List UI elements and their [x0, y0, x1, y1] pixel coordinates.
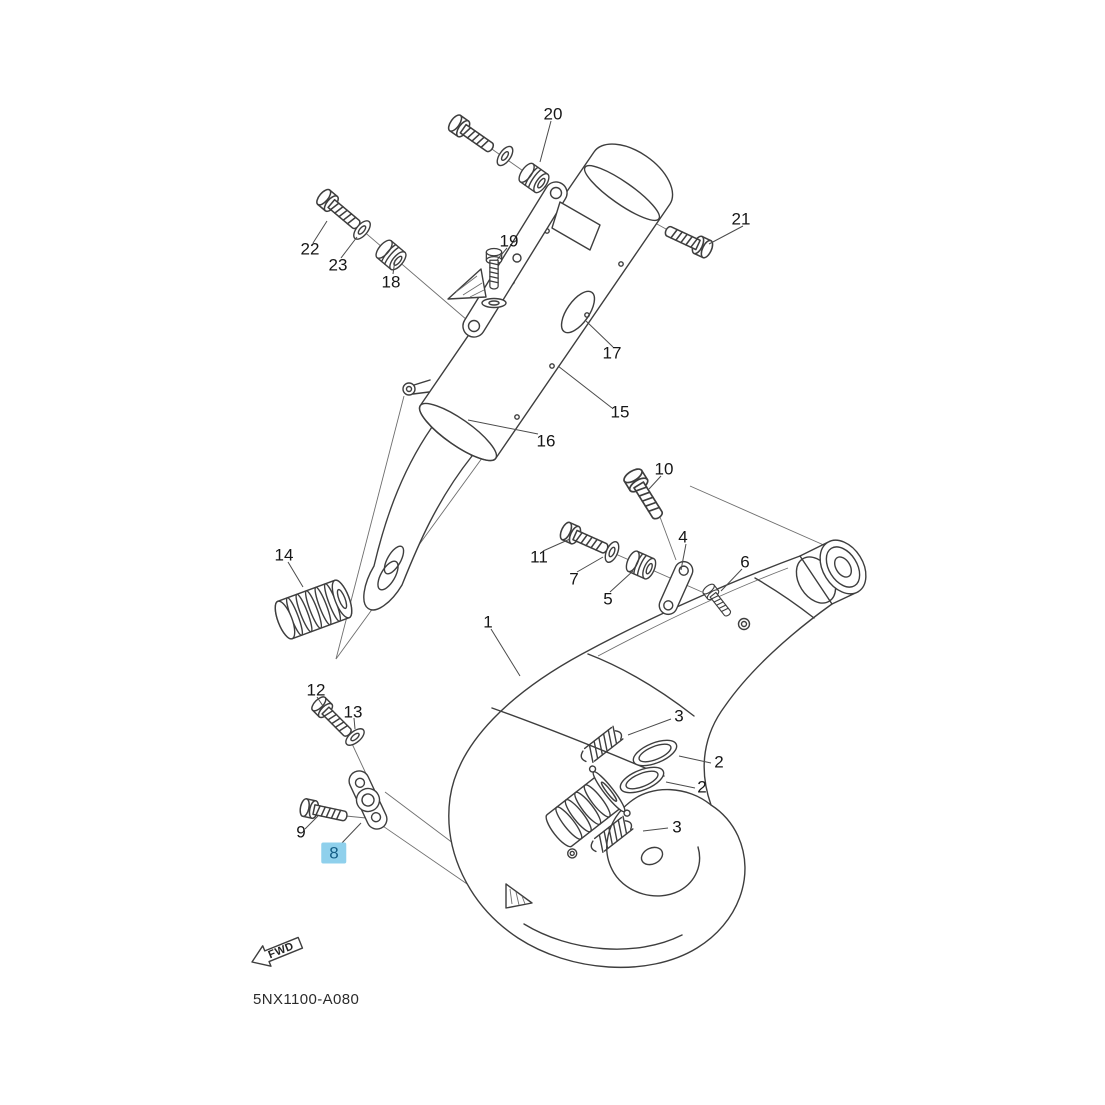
callout-18[interactable]: 18 — [381, 272, 401, 292]
callout-22[interactable]: 22 — [300, 239, 320, 259]
chamber-outlet — [795, 539, 867, 605]
diagram-code-label: 5NX1100-A080 — [253, 991, 360, 1008]
callout-3[interactable]: 3 — [674, 706, 684, 726]
callout-12[interactable]: 12 — [306, 680, 326, 700]
joint-coupler-14 — [274, 579, 353, 640]
chamber-spiral — [606, 788, 712, 897]
callout-20[interactable]: 20 — [543, 104, 563, 124]
callout-13[interactable]: 13 — [343, 702, 363, 722]
chamber-mount-hole — [737, 617, 751, 631]
callout-11[interactable]: 11 — [530, 547, 548, 567]
leader-lines — [287, 120, 744, 846]
silencer-vent-slot — [560, 290, 596, 334]
callout-2[interactable]: 2 — [697, 777, 707, 797]
callout-7[interactable]: 7 — [569, 569, 579, 589]
callout-5[interactable]: 5 — [603, 589, 613, 609]
hatch-triangle-mark — [447, 268, 487, 300]
callout-15[interactable]: 15 — [610, 402, 630, 422]
callout-10[interactable]: 10 — [654, 459, 674, 479]
callout-9[interactable]: 9 — [296, 822, 306, 842]
part-flange-8 — [348, 770, 388, 830]
callout-4[interactable]: 4 — [678, 527, 688, 547]
exhaust-joint — [545, 765, 631, 859]
callout-6[interactable]: 6 — [740, 552, 750, 572]
callout-23[interactable]: 23 — [328, 255, 348, 275]
callout-16[interactable]: 16 — [536, 431, 556, 451]
part-washer-19 — [481, 297, 507, 309]
callout-8[interactable]: 8 — [321, 842, 347, 864]
chamber-front-hatch — [505, 883, 533, 909]
callout-14[interactable]: 14 — [274, 545, 294, 565]
o-ring-2-lower — [619, 766, 665, 794]
o-ring-2-upper — [632, 739, 678, 767]
callout-19[interactable]: 19 — [499, 231, 519, 251]
callout-2[interactable]: 2 — [714, 752, 724, 772]
callout-17[interactable]: 17 — [602, 343, 622, 363]
silencer-lower-tab — [402, 379, 431, 396]
callout-21[interactable]: 21 — [731, 209, 751, 229]
callout-3[interactable]: 3 — [672, 817, 682, 837]
callout-1[interactable]: 1 — [483, 612, 493, 632]
